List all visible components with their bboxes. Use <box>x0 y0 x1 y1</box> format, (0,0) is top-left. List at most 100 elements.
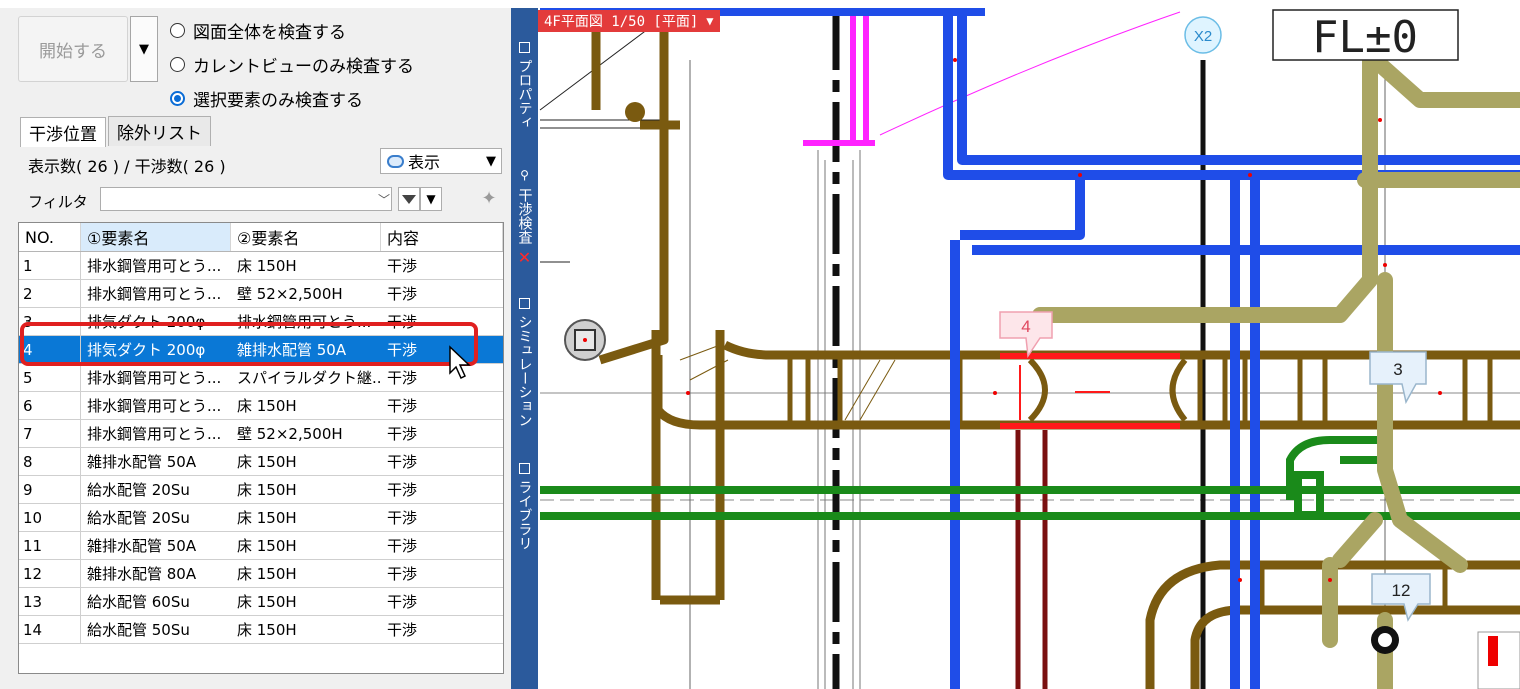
row-no-cell: 11 <box>19 532 81 559</box>
row-no-cell: 14 <box>19 616 81 643</box>
header-content[interactable]: 内容 <box>381 223 503 251</box>
row-content-cell: 干渉 <box>387 481 418 499</box>
row-element-1-cell: 排水鋼管用可とう... <box>87 257 222 275</box>
header-element-2[interactable]: ②要素名 <box>231 223 381 251</box>
filter-input[interactable] <box>100 187 392 211</box>
table-row[interactable]: 11 雑排水配管 50A 床 150H 干渉 <box>19 532 503 560</box>
display-select[interactable]: 表示 ▼ <box>380 148 502 174</box>
row-no-cell: 3 <box>19 308 81 335</box>
header-element-1[interactable]: ①要素名 <box>81 223 231 251</box>
row-content-cell: 干渉 <box>387 621 418 639</box>
radio-check-current-view[interactable]: カレントビューのみ検査する <box>170 52 414 77</box>
row-content-cell: 干渉 <box>387 313 418 331</box>
row-element-2-cell: 床 150H <box>237 397 297 415</box>
view-label-tab[interactable]: 4F平面図 1/50 [平面] ▼ <box>538 10 720 32</box>
pin-icon[interactable]: ✦ <box>481 188 497 209</box>
side-tab-properties[interactable]: プロパティ <box>511 42 538 129</box>
result-tabs: 干渉位置 除外リスト <box>20 116 213 147</box>
row-element-1-cell: 給水配管 20Su <box>87 481 190 499</box>
row-content-cell: 干渉 <box>387 341 418 359</box>
row-content-cell: 干渉 <box>387 425 418 443</box>
filter-options-button[interactable]: ▼ <box>420 187 442 211</box>
row-element-1-cell: 排気ダクト 200φ <box>87 313 206 331</box>
radio-label: カレントビューのみ検査する <box>193 57 414 77</box>
table-row[interactable]: 4 排気ダクト 200φ 雑排水配管 50A 干渉 <box>19 336 503 364</box>
row-element-1-cell: 給水配管 50Su <box>87 621 190 639</box>
start-button[interactable]: 開始する <box>18 16 128 82</box>
panel-icon <box>519 42 530 53</box>
row-content-cell: 干渉 <box>387 369 418 387</box>
filter-label: フィルタ <box>28 193 88 211</box>
row-content-cell: 干渉 <box>387 593 418 611</box>
side-tab-interference-check[interactable]: ⚲ 干渉検査 ✕ <box>511 168 538 267</box>
pin-icon: ⚲ <box>520 168 529 182</box>
row-element-2-cell: 床 150H <box>237 257 297 275</box>
side-tab-label: シミュレーション <box>516 315 533 427</box>
row-no-cell: 8 <box>19 448 81 475</box>
plan-drawing-canvas[interactable]: X2 FL±0 4 3 12 <box>538 8 1520 689</box>
row-element-2-cell: 壁 52×2,500H <box>237 285 343 303</box>
filter-input-chevron-icon[interactable]: ﹀ <box>378 193 391 207</box>
triangle-down-icon: ▼ <box>426 192 436 206</box>
side-tab-simulation[interactable]: シミュレーション <box>511 298 538 427</box>
marker-label: 12 <box>1392 581 1411 600</box>
count-label: 表示数( 26 ) / 干渉数( 26 ) <box>28 157 226 176</box>
row-content-cell: 干渉 <box>387 537 418 555</box>
panel-icon <box>519 463 530 474</box>
side-tab-label: プロパティ <box>516 59 533 129</box>
interference-marker-4[interactable]: 4 <box>999 311 1053 359</box>
interference-check-panel: 開始する ▼ 図面全体を検査する カレントビューのみ検査する 選択要素のみ検査す… <box>0 8 512 689</box>
row-element-1-cell: 雑排水配管 80A <box>87 565 197 583</box>
close-icon[interactable]: ✕ <box>517 248 532 267</box>
row-content-cell: 干渉 <box>387 453 418 471</box>
filter-button[interactable] <box>398 187 420 211</box>
radio-icon[interactable] <box>170 57 185 72</box>
table-header: NO. ①要素名 ②要素名 内容 <box>19 223 503 252</box>
row-element-2-cell: 床 150H <box>237 453 297 471</box>
radio-icon[interactable] <box>170 23 185 38</box>
interference-marker-3[interactable]: 3 <box>1369 351 1427 405</box>
side-tab-label: ライブラリ <box>516 480 533 550</box>
header-no[interactable]: NO. <box>19 223 81 251</box>
row-no-cell: 4 <box>19 336 81 363</box>
row-no-cell: 6 <box>19 392 81 419</box>
row-content-cell: 干渉 <box>387 509 418 527</box>
row-element-2-cell: スパイラルダクト継... <box>237 369 381 387</box>
row-element-2-cell: 床 150H <box>237 537 297 555</box>
tab-exclusion-list[interactable]: 除外リスト <box>108 116 211 146</box>
row-element-1-cell: 雑排水配管 50A <box>87 537 197 555</box>
radio-selected-icon[interactable] <box>170 91 185 106</box>
row-content-cell: 干渉 <box>387 565 418 583</box>
plan-drawing-svg[interactable]: X2 FL±0 4 3 12 <box>538 8 1520 689</box>
start-dropdown-button[interactable]: ▼ <box>130 16 158 82</box>
row-element-1-cell: 排気ダクト 200φ <box>87 341 206 359</box>
marker-label: 4 <box>1021 317 1030 336</box>
mouse-cursor-icon <box>449 345 471 380</box>
row-element-2-cell: 床 150H <box>237 565 297 583</box>
radio-check-selected-elements[interactable]: 選択要素のみ検査する <box>170 86 363 111</box>
chevron-down-icon[interactable]: ▼ <box>706 14 714 28</box>
row-element-2-cell: 床 150H <box>237 593 297 611</box>
speech-bubble-icon <box>387 154 404 168</box>
row-element-2-cell: 雑排水配管 50A <box>237 341 347 359</box>
radio-check-whole-drawing[interactable]: 図面全体を検査する <box>170 18 346 43</box>
tab-interference-positions[interactable]: 干渉位置 <box>20 117 106 147</box>
side-tab-library[interactable]: ライブラリ <box>511 463 538 550</box>
row-no-cell: 9 <box>19 476 81 503</box>
grid-label: X2 <box>1194 28 1212 45</box>
interference-marker-12[interactable]: 12 <box>1371 573 1431 622</box>
side-tab-strip: プロパティ ⚲ 干渉検査 ✕ シミュレーション ライブラリ <box>511 8 538 689</box>
